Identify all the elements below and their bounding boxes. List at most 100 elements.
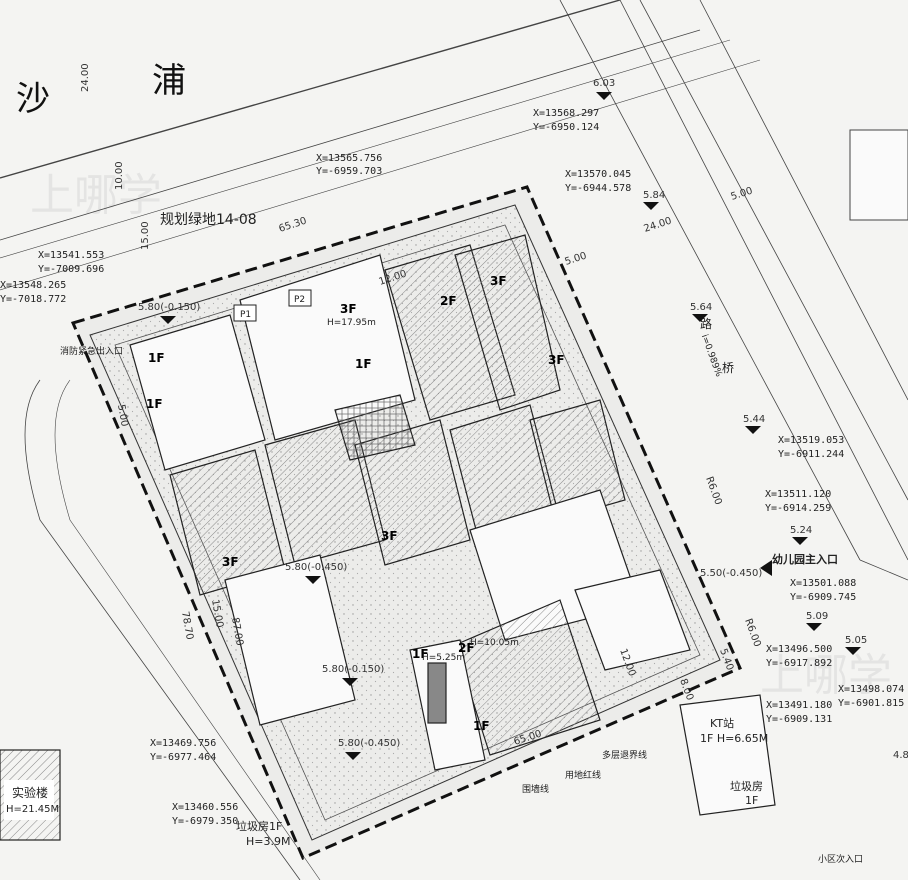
svg-text:Y=-6909.131: Y=-6909.131 (766, 714, 832, 725)
svg-text:1F H=6.65M: 1F H=6.65M (700, 732, 768, 745)
svg-text:R6.00: R6.00 (742, 617, 762, 648)
svg-text:24.00: 24.00 (643, 216, 674, 235)
svg-text:X=13511.120: X=13511.120 (765, 489, 831, 500)
svg-text:6.03: 6.03 (593, 78, 615, 89)
annotation-labels: 消防紧急出入口 幼儿园主入口 多层退界线 用地红线 围墙线 垃圾房1F H=3.… (60, 289, 863, 865)
lab-building: 实验楼 H=21.45M (0, 749, 61, 841)
road-slope: i=0.989% (699, 333, 724, 379)
side-road (559, 0, 908, 581)
svg-text:X=13548.265: X=13548.265 (0, 280, 66, 291)
svg-text:5.84: 5.84 (643, 190, 665, 201)
svg-text:5.05: 5.05 (845, 635, 867, 646)
floor-labels: 3F 3F 2F 3F 1F 1F 3F 1F 2F 1F 3F 1F H=17… (146, 274, 565, 733)
green-land-label: 规划绿地14-08 (160, 212, 257, 228)
svg-text:幼儿园主入口: 幼儿园主入口 (772, 552, 838, 566)
building-blocks (129, 234, 691, 771)
svg-text:Y=-6950.124: Y=-6950.124 (533, 122, 599, 133)
svg-text:3F: 3F (381, 529, 398, 543)
svg-text:5.00: 5.00 (115, 404, 130, 428)
svg-text:1F: 1F (146, 397, 163, 411)
svg-text:X=13460.556: X=13460.556 (172, 802, 238, 813)
svg-text:Y=-7009.696: Y=-7009.696 (38, 264, 104, 275)
svg-text:87.00: 87.00 (229, 617, 245, 647)
svg-text:5.44: 5.44 (743, 414, 765, 425)
elevation-markers: 6.03 5.84 5.64 5.44 5.24 5.09 5.05 4.8 5… (138, 78, 908, 761)
svg-text:5.09: 5.09 (806, 611, 828, 622)
side-road-char-b: 桥 (722, 361, 734, 375)
svg-text:78.70: 78.70 (179, 611, 195, 641)
svg-text:P1: P1 (240, 310, 251, 320)
svg-text:实验楼: 实验楼 (12, 785, 48, 800)
svg-text:X=13496.500: X=13496.500 (766, 644, 832, 655)
svg-text:X=13565.756: X=13565.756 (316, 153, 382, 164)
svg-text:3F: 3F (222, 555, 239, 569)
svg-text:X=13498.074: X=13498.074 (838, 684, 904, 695)
svg-text:1F: 1F (412, 647, 429, 661)
svg-text:P2: P2 (294, 295, 305, 305)
svg-text:5.24: 5.24 (790, 525, 812, 536)
svg-text:X=13519.053: X=13519.053 (778, 435, 844, 446)
svg-text:H=17.95m: H=17.95m (327, 318, 376, 328)
svg-text:Y=-6911.244: Y=-6911.244 (778, 449, 844, 460)
svg-text:H=10.05m: H=10.05m (470, 638, 519, 648)
svg-text:X=13541.553: X=13541.553 (38, 250, 104, 261)
svg-text:多层退界线: 多层退界线 (602, 749, 647, 761)
svg-text:X=13570.045: X=13570.045 (565, 169, 631, 180)
svg-text:5.00: 5.00 (730, 186, 755, 203)
neighbor-building-right (849, 129, 908, 221)
svg-text:X=13491.180: X=13491.180 (766, 700, 832, 711)
svg-text:KT站: KT站 (710, 716, 734, 730)
svg-text:Y=-7018.772: Y=-7018.772 (0, 294, 66, 305)
svg-text:Y=-6977.464: Y=-6977.464 (150, 752, 216, 763)
svg-text:Y=-6909.745: Y=-6909.745 (790, 592, 856, 603)
svg-text:1F: 1F (745, 794, 758, 807)
svg-text:Y=-6959.703: Y=-6959.703 (316, 166, 382, 177)
svg-text:H=21.45M: H=21.45M (6, 804, 59, 815)
svg-text:4.8: 4.8 (893, 750, 908, 761)
svg-text:Y=-6901.815: Y=-6901.815 (838, 698, 904, 709)
svg-text:5.80(-0.150): 5.80(-0.150) (322, 664, 384, 675)
svg-text:5.80(-0.450): 5.80(-0.450) (285, 562, 347, 573)
svg-text:1F: 1F (148, 351, 165, 365)
svg-text:X=13469.756: X=13469.756 (150, 738, 216, 749)
svg-text:2F: 2F (458, 641, 475, 655)
svg-text:小区次入口: 小区次入口 (818, 853, 863, 865)
svg-text:15.00: 15.00 (140, 221, 151, 250)
svg-text:R6.00: R6.00 (703, 475, 723, 506)
road-name-pu: 浦 (152, 61, 186, 101)
coordinates: X=13565.756 Y=-6959.703 X=13568.297 Y=-6… (0, 108, 904, 827)
svg-text:24.00: 24.00 (80, 63, 91, 92)
svg-text:5.64: 5.64 (690, 302, 712, 313)
side-road-char: 路 (700, 316, 712, 331)
svg-text:5.80(-0.450): 5.80(-0.450) (338, 738, 400, 749)
svg-text:Y=-6917.892: Y=-6917.892 (766, 658, 832, 669)
svg-text:1F: 1F (473, 719, 490, 733)
svg-text:Y=-6914.259: Y=-6914.259 (765, 503, 831, 514)
svg-text:3F: 3F (340, 302, 357, 316)
left-road (24, 379, 301, 880)
svg-text:消防紧急出入口: 消防紧急出入口 (60, 345, 123, 357)
svg-text:1F: 1F (355, 357, 372, 371)
svg-text:15.00: 15.00 (209, 599, 225, 629)
svg-text:X=13568.297: X=13568.297 (533, 108, 599, 119)
svg-text:3F: 3F (548, 353, 565, 367)
svg-text:垃圾房: 垃圾房 (730, 779, 763, 793)
svg-text:垃圾房1F: 垃圾房1F (236, 819, 282, 833)
svg-text:Y=-6979.350: Y=-6979.350 (172, 816, 238, 827)
svg-text:上哪学: 上哪学 (30, 170, 162, 221)
svg-text:5.80(-0.150): 5.80(-0.150) (138, 302, 200, 313)
kt-station: KT站 1F H=6.65M 垃圾房 1F (679, 694, 776, 816)
svg-text:10.00: 10.00 (114, 161, 125, 190)
svg-text:Y=-6944.578: Y=-6944.578 (565, 183, 631, 194)
svg-text:3F: 3F (490, 274, 507, 288)
svg-text:5.50(-0.450): 5.50(-0.450) (700, 568, 762, 579)
road-name-sha: 沙 (16, 79, 50, 119)
svg-text:上哪学: 上哪学 (760, 650, 892, 701)
svg-text:X=13501.088: X=13501.088 (790, 578, 856, 589)
svg-text:2F: 2F (440, 294, 457, 308)
svg-text:65.30: 65.30 (278, 216, 309, 235)
svg-text:H=3.9M: H=3.9M (246, 835, 290, 848)
svg-text:H=5.25m: H=5.25m (422, 653, 465, 663)
main-road (0, 0, 761, 291)
